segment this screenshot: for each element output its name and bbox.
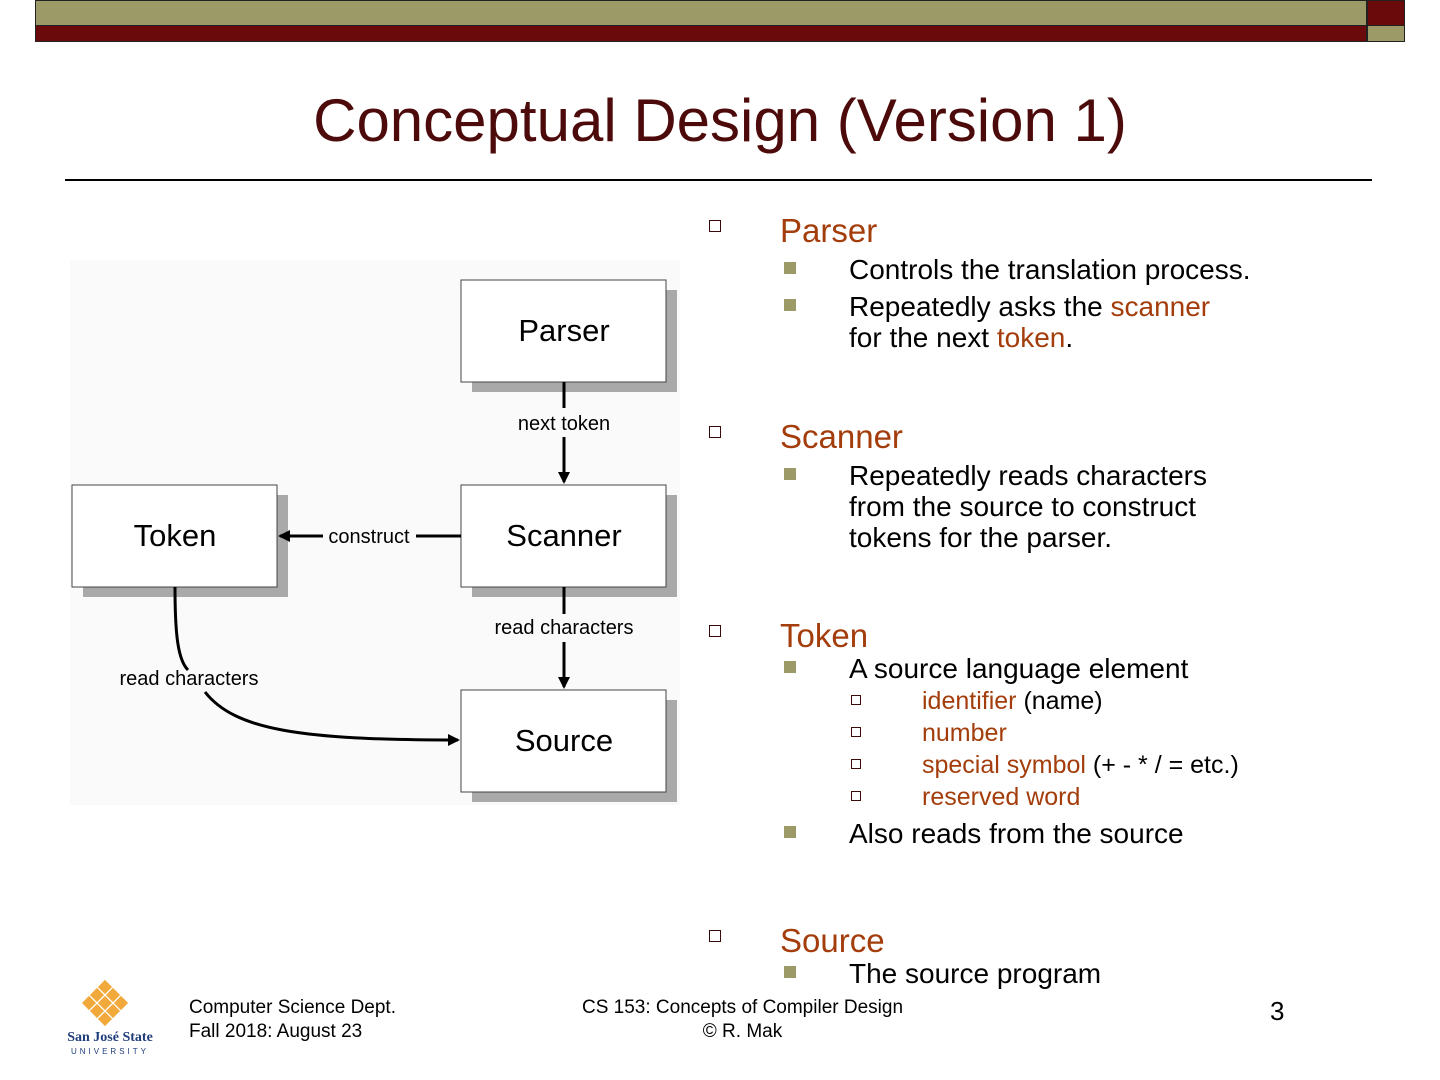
scanner-item-1-line-2: from the source to construct [849,491,1197,522]
token-section: Token A source language element identifi… [700,611,1400,849]
small-hollow-square-bullet-icon [851,727,861,737]
token-item-1: A source language element [700,653,1400,684]
logo-name: San José State [67,1030,153,1045]
footer-dept-line-1: Computer Science Dept. [189,997,396,1018]
token-item-2-text: Also reads from the source [849,818,1184,849]
scanner-heading: Scanner [780,418,903,455]
sjsu-logo-icon: San José State UNIVERSITY [67,979,153,1056]
header-corner-red [1367,0,1405,26]
hollow-square-bullet-icon [709,220,721,232]
hollow-square-bullet-icon [709,930,721,942]
hollow-square-bullet-icon [709,426,721,438]
small-hollow-square-bullet-icon [851,791,861,801]
token-heading: Token [780,617,869,654]
token-sub-4: reserved word [700,782,1400,814]
olive-square-bullet-icon [784,299,796,311]
olive-square-bullet-icon [784,262,796,274]
parser-item-1: Controls the translation process. [700,254,1400,285]
token-sub-1-rest: (name) [1016,687,1103,715]
architecture-diagram: Parser Scanner Token Source next token c… [70,260,680,805]
token-box [71,484,278,588]
token-heading-row: Token [700,611,1400,654]
parser-item-2-token: token [996,322,1066,353]
token-sub-4-text: reserved word [922,783,1081,811]
next-token-label: next token [518,413,610,435]
olive-square-bullet-icon [784,661,796,673]
source-box [460,689,667,793]
footer-course: CS 153: Concepts of Compiler Design © R.… [560,996,925,1044]
token-box-label: Token [134,518,217,553]
source-heading-row: Source [700,916,1400,959]
token-sub-2-text: number [922,719,1007,747]
source-section: Source The source program [700,916,1400,989]
token-sub-3: special symbol (+ - * / = etc.) [700,750,1400,782]
token-sub-1-identifier: identifier [922,687,1017,715]
small-hollow-square-bullet-icon [851,759,861,769]
token-sub-1: identifier (name) [700,686,1400,718]
footer-department: Computer Science Dept. Fall 2018: August… [189,996,396,1044]
parser-item-2-part-a: Repeatedly asks the [849,291,1111,322]
parser-item-2-scanner: scanner [1110,291,1211,322]
source-heading: Source [780,922,885,959]
read-characters-token-label: read characters [120,668,259,690]
token-item-2: Also reads from the source [700,818,1400,849]
page-number: 3 [1270,996,1285,1026]
header-corner-olive [1367,26,1405,42]
token-item-1-text: A source language element [849,653,1189,684]
token-sub-3-special-symbol: special symbol [922,751,1086,779]
parser-item-1-text: Controls the translation process. [849,254,1251,285]
footer-course-line-2: © R. Mak [702,1021,783,1042]
header-red-bar [35,26,1367,42]
small-hollow-square-bullet-icon [851,695,861,705]
parser-item-2-part-b: for the next [849,322,997,353]
footer-dept-line-2: Fall 2018: August 23 [189,1021,363,1042]
header-olive-bar [35,0,1367,26]
parser-box-label: Parser [518,313,609,348]
parser-heading-row: Parser [700,206,1400,249]
source-box-label: Source [515,723,613,758]
token-sub-1-text: identifier (name) [922,687,1103,716]
parser-heading: Parser [780,212,878,249]
scanner-item-1-line-1: Repeatedly reads characters [849,460,1207,491]
olive-square-bullet-icon [784,966,796,978]
token-read-curve-top [173,586,190,672]
source-item-1: The source program [700,958,1400,989]
parser-item-2-end: . [1065,322,1074,353]
scanner-item-1-line-3: tokens for the parser. [849,522,1113,553]
slide-title: Conceptual Design (Version 1) [313,87,1127,154]
olive-square-bullet-icon [784,826,796,838]
parser-section: Parser Controls the translation process.… [700,206,1400,353]
olive-square-bullet-icon [784,468,796,480]
source-item-1-text: The source program [849,958,1102,989]
logo-university: UNIVERSITY [71,1047,149,1056]
scanner-heading-row: Scanner [700,412,1400,455]
read-characters-scanner-label: read characters [495,617,634,639]
hollow-square-bullet-icon [709,625,721,637]
footer-course-line-1: CS 153: Concepts of Compiler Design [581,997,904,1018]
construct-label: construct [328,526,410,548]
token-sub-2: number [700,718,1400,750]
scanner-box-label: Scanner [506,518,621,553]
token-sub-3-rest: (+ - * / = etc.) [1085,751,1239,779]
token-read-curve-arrow [203,691,460,746]
token-sub-3-text: special symbol (+ - * / = etc.) [922,751,1239,780]
title-divider [65,179,1372,181]
